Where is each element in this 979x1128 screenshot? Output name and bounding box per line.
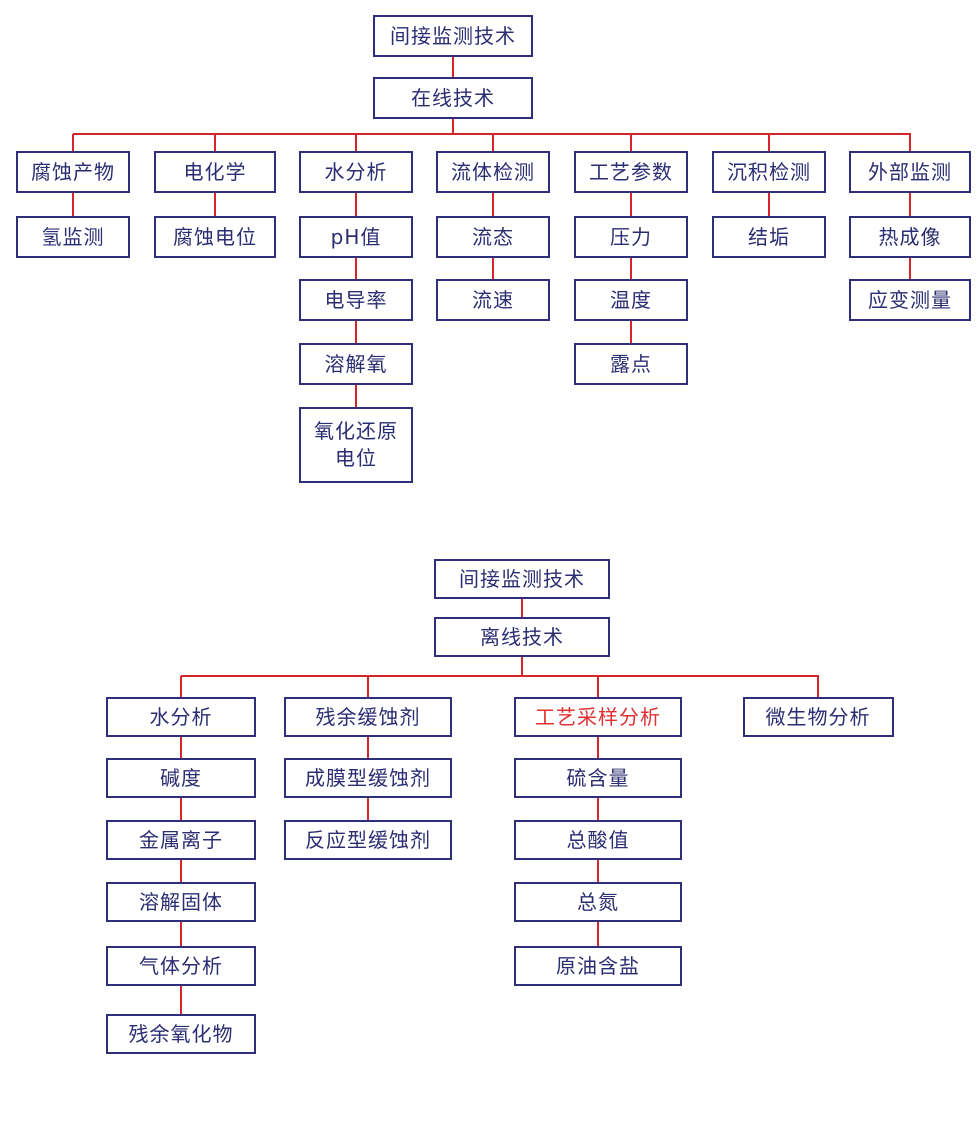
leaf-node: 气体分析: [106, 946, 256, 986]
connector-line: [909, 134, 911, 151]
connector-line: [355, 134, 357, 151]
connector-line: [492, 134, 494, 151]
category-node: 外部监测: [849, 151, 971, 193]
leaf-node: 腐蚀电位: [154, 216, 276, 258]
leaf-node: 热成像: [849, 216, 971, 258]
leaf-node: 总酸值: [514, 820, 682, 860]
leaf-node: 压力: [574, 216, 688, 258]
leaf-node: 流态: [436, 216, 550, 258]
leaf-node: 残余氧化物: [106, 1014, 256, 1054]
connector-line: [768, 134, 770, 151]
leaf-node: 原油含盐: [514, 946, 682, 986]
category-node: 工艺参数: [574, 151, 688, 193]
category-node: 流体检测: [436, 151, 550, 193]
root-node: 间接监测技术: [373, 15, 533, 57]
connector-line: [181, 675, 819, 677]
leaf-node: 结垢: [712, 216, 826, 258]
leaf-node: 总氮: [514, 882, 682, 922]
connector-line: [597, 676, 599, 697]
leaf-node: 露点: [574, 343, 688, 385]
connector-line: [817, 676, 819, 697]
leaf-node: 硫含量: [514, 758, 682, 798]
category-node: 工艺采样分析: [514, 697, 682, 737]
category-node: 水分析: [106, 697, 256, 737]
category-node: 微生物分析: [742, 697, 894, 737]
connector-line: [521, 657, 523, 676]
connector-line: [521, 599, 523, 617]
leaf-node: 反应型缓蚀剂: [284, 820, 452, 860]
category-node: 电化学: [154, 151, 276, 193]
leaf-node: 氢监测: [16, 216, 130, 258]
connector-line: [180, 676, 182, 697]
category-node: 残余缓蚀剂: [284, 697, 452, 737]
connector-line: [367, 676, 369, 697]
leaf-node: 应变测量: [849, 279, 971, 321]
category-node: 沉积检测: [712, 151, 826, 193]
sub-node: 在线技术: [373, 77, 533, 119]
leaf-node: 温度: [574, 279, 688, 321]
leaf-node: pH值: [299, 216, 413, 258]
leaf-node: 溶解固体: [106, 882, 256, 922]
leaf-node: 成膜型缓蚀剂: [284, 758, 452, 798]
sub-node: 离线技术: [434, 617, 610, 657]
connector-line: [452, 57, 454, 77]
leaf-node: 碱度: [106, 758, 256, 798]
connector-line: [452, 119, 454, 134]
leaf-node: 金属离子: [106, 820, 256, 860]
leaf-node: 氧化还原 电位: [299, 407, 413, 483]
category-node: 腐蚀产物: [16, 151, 130, 193]
leaf-node: 流速: [436, 279, 550, 321]
connector-line: [72, 134, 74, 151]
connector-line: [630, 134, 632, 151]
connector-line: [214, 134, 216, 151]
leaf-node: 溶解氧: [299, 343, 413, 385]
category-node: 水分析: [299, 151, 413, 193]
root-node: 间接监测技术: [434, 559, 610, 599]
leaf-node: 电导率: [299, 279, 413, 321]
